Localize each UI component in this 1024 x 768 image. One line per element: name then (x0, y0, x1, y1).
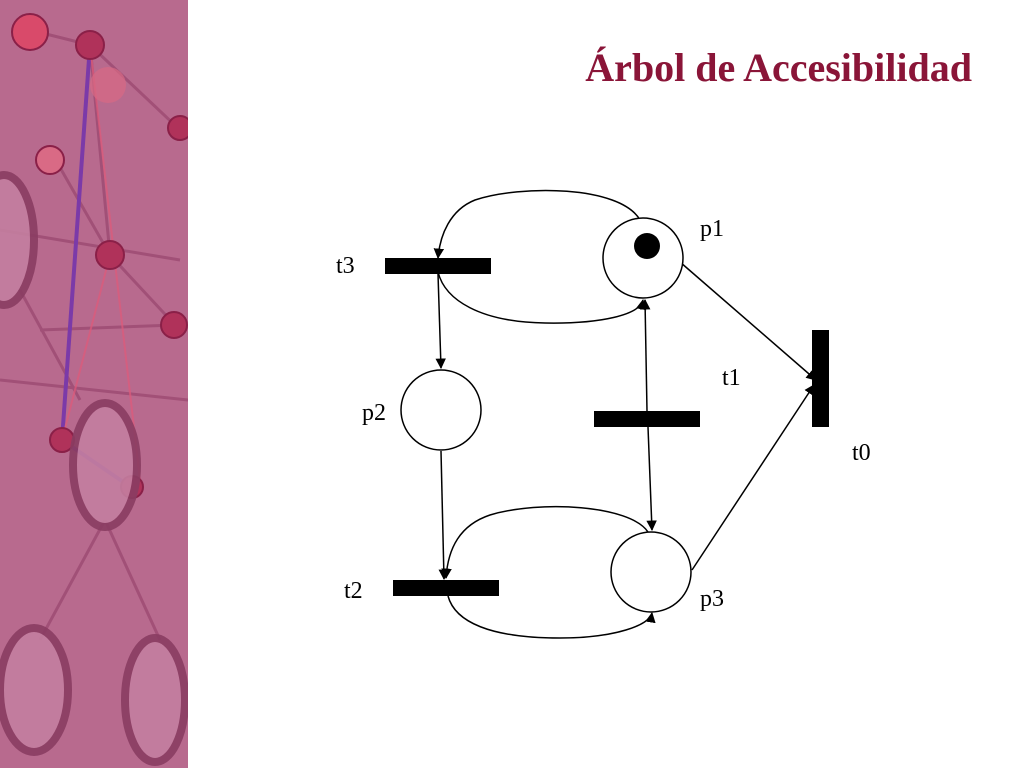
transition-t2 (393, 580, 499, 596)
arc-p3-t2 (441, 505, 649, 580)
transition-t0 (812, 330, 829, 427)
arc-p1-t0 (679, 261, 817, 381)
label-t2: t2 (344, 578, 363, 604)
place-p2 (400, 369, 482, 451)
token-p1 (634, 233, 660, 259)
transition-t1 (594, 411, 700, 427)
label-t3: t3 (336, 253, 355, 279)
decorative-tree-graphic (0, 13, 188, 766)
arc-t1-p3 (646, 426, 657, 532)
label-p1: p1 (700, 216, 724, 242)
place-p3 (610, 531, 692, 613)
arc-t1-p1 (639, 298, 651, 412)
slide-title: Árbol de Accesibilidad (585, 45, 972, 90)
label-p2: p2 (362, 400, 386, 426)
arc-t3-p1 (437, 271, 647, 324)
transition-t3 (385, 258, 491, 274)
arc-t2-p3 (447, 595, 656, 639)
decorative-side-band (0, 0, 188, 768)
arc-t3-p2 (435, 273, 446, 370)
label-t0: t0 (852, 440, 871, 466)
arc-p1-t3 (433, 189, 641, 260)
label-p3: p3 (700, 586, 724, 612)
label-t1: t1 (722, 365, 741, 391)
arc-p2-t2 (438, 450, 450, 581)
arc-p3-t0 (691, 384, 815, 571)
